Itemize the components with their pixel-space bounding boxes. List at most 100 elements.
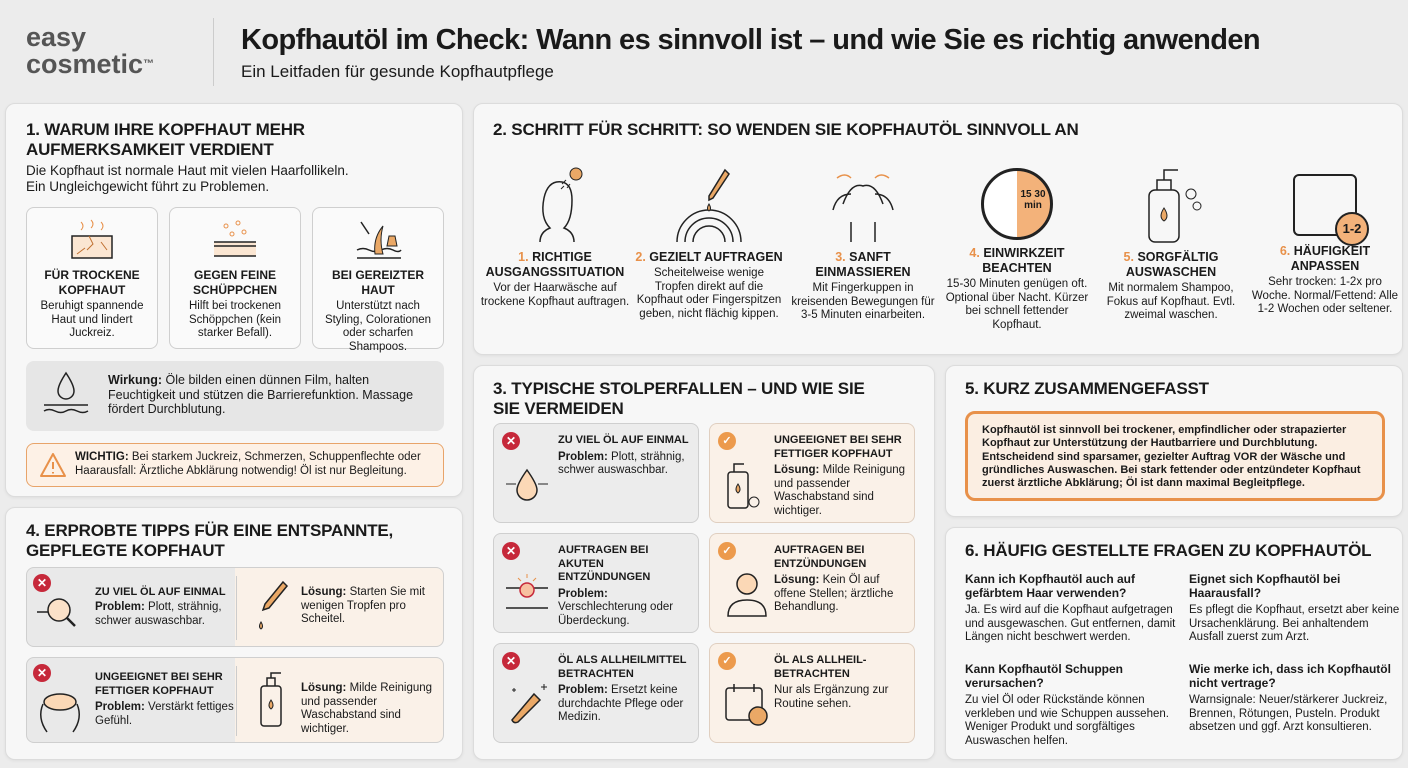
problem-text: Plott, strähnig, schwer auswaschbar.	[558, 450, 685, 477]
solution-label: Lösung:	[301, 682, 347, 694]
section-tips: 4. Erprobte Tipps für eine entspannte, g…	[5, 507, 463, 760]
problem-text: Verschlechterung oder Überdeckung.	[558, 601, 674, 627]
intro-line-1: Die Kopfhaut ist normale Haut mit vielen…	[26, 163, 349, 178]
section-faq: 6. Häufig gestellte Fragen zu Kopfhautöl…	[945, 527, 1403, 760]
step-title: Sanft einmassieren	[815, 250, 911, 279]
page-title: Kopfhautöl im Check: Wann es sinnvoll is…	[241, 24, 1261, 56]
step-6: 1-2 6. Häufigkeit anpassen Sehr trocken:…	[1250, 164, 1400, 317]
step-number: 2.	[635, 250, 646, 264]
effect-text: Wirkung: Öle bilden einen dünnen Film, h…	[108, 373, 438, 417]
problem-text: Plott, strähnig, schwer auswaschbar.	[95, 601, 222, 627]
step-text: Vor der Haarwäsche auf trockene Kopfhaut…	[480, 282, 630, 308]
problem-text: Verstärkt fettiges Gefühl.	[95, 701, 234, 727]
section-pitfalls: 3. Typische Stolperfallen – und wie Sie …	[473, 365, 935, 760]
problem-label: Problem:	[95, 601, 145, 613]
card-text: Unterstützt nach Styling, Colorationen o…	[324, 300, 432, 353]
section-title: 3. Typische Stolperfallen – und wie Sie …	[493, 379, 865, 418]
inflamed-follicle-icon	[506, 574, 548, 609]
irritated-skin-icon	[356, 221, 402, 259]
intro-line-2: Ein Ungleichgewicht führt zu Problemen.	[26, 179, 270, 194]
faq-item: Kann Kopfhautöl Schuppen verursachen? Zu …	[965, 662, 1180, 748]
warning-body: Bei starkem Juckreiz, Schmerzen, Schuppe…	[75, 451, 421, 477]
step-number: 3.	[835, 250, 846, 264]
faq-question: Kann Kopfhautöl Schuppen verursachen?	[965, 662, 1123, 690]
brand-line2: cosmetic	[26, 49, 144, 79]
faq-item: Kann ich Kopfhautöl auch auf gefärbtem H…	[965, 572, 1180, 645]
solution-card: ✓ Ungeeignet bei sehr fettiger KopfhautL…	[709, 423, 915, 523]
solution-text: Kein Öl auf offene Stellen; ärztliche Be…	[774, 574, 894, 613]
trademark: ™	[143, 58, 155, 70]
pump-bottle-icon	[260, 672, 282, 727]
oil-drops-icon	[506, 468, 548, 501]
flakes-icon	[214, 220, 256, 257]
benefit-card: Gegen feine Schüppchen Hilft bei trocken…	[169, 207, 301, 349]
section-title: 5. Kurz zusammengefasst	[965, 379, 1209, 398]
solution-label: Lösung:	[774, 464, 820, 476]
section-why: 1. Warum Ihre Kopfhaut mehr Aufmerksamke…	[5, 103, 463, 497]
step-title: Gezielt auftragen	[649, 250, 783, 264]
warning-text: WICHTIG: Bei starkem Juckreiz, Schmerzen…	[75, 451, 435, 478]
faq-question: Kann ich Kopfhautöl auch auf gefärbtem H…	[965, 572, 1135, 600]
section-title: 6. Häufig gestellte Fragen zu Kopfhautöl	[965, 541, 1372, 560]
check-icon: ✓	[718, 542, 736, 560]
step-number: 4.	[969, 246, 980, 260]
problem-card: ✕ Zu viel Öl auf einmalProblem: Plott, s…	[493, 423, 699, 523]
calendar-badge: 1-2	[1335, 212, 1369, 246]
problem-title: Auftragen bei akuten Entzündungen	[558, 544, 651, 583]
problem-label: Problem:	[558, 450, 608, 463]
dropper-icon	[676, 168, 742, 243]
head-hands-icon	[40, 693, 80, 733]
section-title: 4. Erprobte Tipps für eine entspannte, g…	[26, 521, 394, 560]
faq-answer: Zu viel Öl oder Rückstände können verkle…	[965, 694, 1169, 747]
step-title: Einwirkzeit beachten	[982, 246, 1065, 275]
solution-title: Ungeeignet bei sehr fettiger Kopfhaut	[774, 434, 902, 460]
step-5: 5. Sorgfältig auswaschen Mit normalem Sh…	[1096, 164, 1246, 323]
faq-answer: Es pflegt die Kopfhaut, ersetzt aber kei…	[1189, 604, 1400, 643]
shampoo-bottle-icon	[1148, 169, 1202, 243]
row-divider	[236, 576, 237, 640]
tip-row: ✕ Ungeeignet bei sehr fettiger Kopfhaut …	[26, 657, 444, 743]
card-title: Bei gereizter Haut	[331, 268, 424, 297]
problem-x-icon: ✕	[502, 432, 520, 450]
step-number: 5.	[1123, 250, 1134, 264]
pump-bottle-icon	[727, 463, 760, 509]
problem-card: ✕ Auftragen bei akuten EntzündungenProbl…	[493, 533, 699, 633]
step-text: Scheitelweise wenige Tropfen direkt auf …	[636, 267, 782, 320]
effect-label: Wirkung:	[108, 373, 163, 387]
faq-item: Wie merke ich, dass ich Kopfhautöl nicht…	[1189, 662, 1404, 735]
summary-text: Kopfhautöl ist sinnvoll bei trockener, e…	[982, 424, 1361, 490]
faq-question: Eignet sich Kopfhautöl bei Haarausfall?	[1189, 572, 1341, 600]
problem-x-icon: ✕	[33, 664, 51, 682]
faq-answer: Ja. Es wird auf die Kopfhaut aufgetragen…	[965, 604, 1176, 643]
problem-title: Ungeeignet bei sehr fettiger Kopfhaut	[95, 671, 223, 697]
solution-text: Starten Sie mit wenigen Tropfen pro Sche…	[301, 586, 425, 625]
timer-icon: 15 30 min	[981, 168, 1053, 240]
problem-x-icon: ✕	[502, 542, 520, 560]
card-text: Beruhigt spannende Haut und lindert Juck…	[40, 300, 144, 339]
check-icon: ✓	[718, 432, 736, 450]
solution-label: Lösung:	[774, 574, 820, 586]
shower-head-icon	[539, 167, 583, 243]
solution-title: Öl als Allheil-betrachten	[774, 654, 867, 680]
doctor-icon	[727, 573, 767, 617]
solution-title: Auftragen bei Entzündungen	[774, 544, 867, 570]
problem-title: Zu viel Öl auf einmal	[558, 434, 689, 446]
step-text: Mit Fingerkuppen in kreisenden Bewegunge…	[791, 282, 935, 321]
step-title: Sorgfältig auswaschen	[1125, 250, 1219, 279]
step-number: 1.	[518, 250, 529, 264]
section-title: 2. Schritt für Schritt: So wenden Sie Ko…	[493, 120, 1079, 139]
massage-hands-icon	[832, 174, 894, 242]
solution-label: Lösung:	[301, 586, 347, 598]
solution-text: Milde Reinigung und passender Waschabsta…	[774, 464, 906, 517]
solution-text: Nur als Ergänzung zur Routine sehen.	[774, 684, 889, 710]
faq-answer: Warnsignale: Neuer/stärkerer Juckreiz, B…	[1189, 694, 1388, 733]
step-text: Mit normalem Shampoo, Fokus auf Kopfhaut…	[1106, 282, 1236, 321]
solution-card: ✓ Öl als Allheil-betrachtenNur als Ergän…	[709, 643, 915, 743]
card-title: Gegen feine Schüppchen	[192, 268, 277, 297]
brand-logo: easy cosmetic™	[26, 24, 154, 78]
solution-text: Milde Reinigung und passender Waschabsta…	[301, 682, 433, 735]
problem-x-icon: ✕	[33, 574, 51, 592]
effect-body: Öle bilden einen dünnen Film, halten Feu…	[108, 373, 414, 416]
header-divider	[213, 18, 214, 86]
benefit-card: Bei gereizter Haut Unterstützt nach Styl…	[312, 207, 444, 353]
